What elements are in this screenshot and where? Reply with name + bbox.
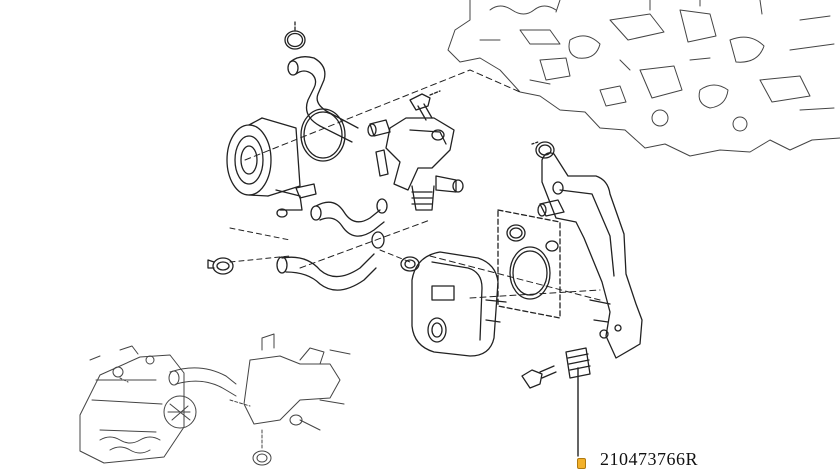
large-o-ring — [300, 108, 346, 162]
engine-block — [447, 0, 840, 157]
leader-dashed-main — [244, 69, 521, 161]
upper-coolant-pipe — [287, 56, 359, 143]
thermostat-housing — [385, 117, 464, 211]
o-ring-top — [284, 21, 306, 50]
heat-exchanger — [411, 251, 507, 357]
bolt-lower — [521, 365, 557, 389]
lower-hose — [276, 231, 385, 291]
part-number-label: 210473766R — [600, 449, 699, 469]
gasket-plate — [497, 209, 561, 319]
o-ring-bracket — [531, 141, 555, 159]
oil-cooler — [226, 117, 317, 218]
leader-dashed-lower — [299, 219, 601, 301]
callout-marker-icon — [577, 458, 586, 469]
o-ring-pair — [506, 224, 559, 300]
inset-engine-view — [79, 333, 351, 466]
bolt-top — [409, 90, 441, 121]
hose-clamp-left — [207, 257, 234, 275]
hose-clamp-right — [400, 256, 420, 272]
nipple-fitting — [367, 119, 391, 177]
upper-hose — [310, 198, 388, 237]
coolant-bracket-pipe — [537, 152, 643, 359]
threaded-outlet — [565, 347, 591, 379]
